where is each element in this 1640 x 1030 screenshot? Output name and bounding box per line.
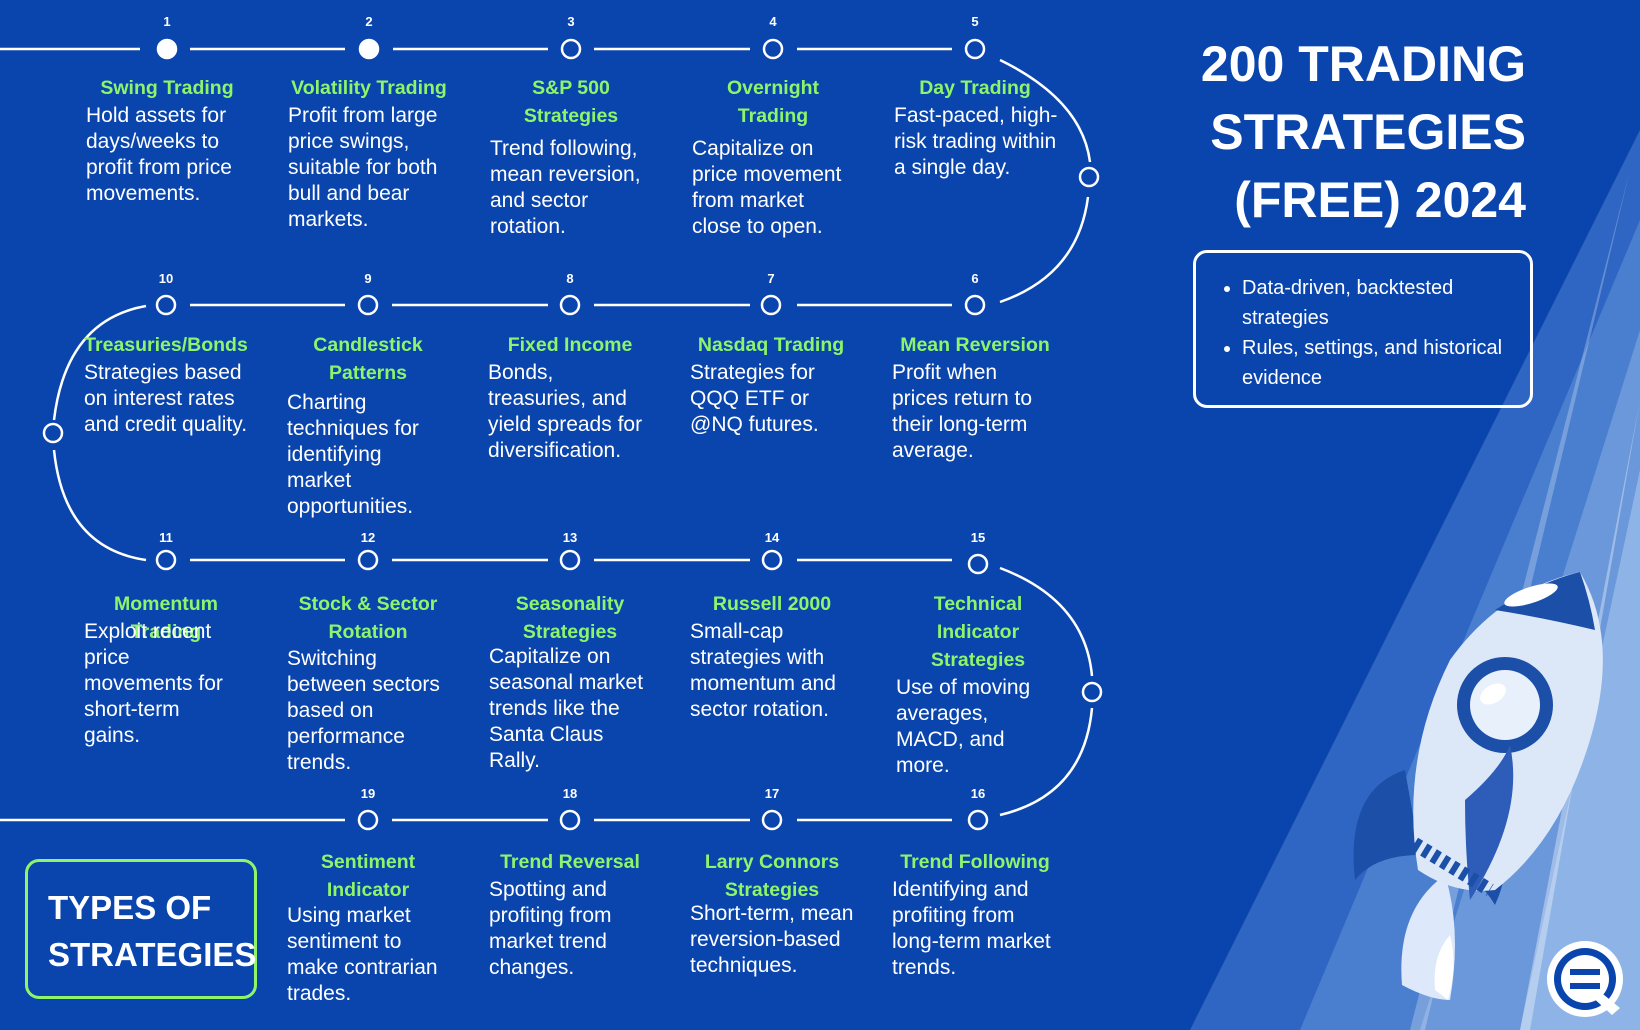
types-line: STRATEGIES [48, 936, 257, 973]
node-4 [762, 38, 784, 60]
title-line: 200 TRADING [1200, 36, 1526, 92]
step-description: Charting techniques for identifying mark… [287, 391, 419, 518]
types-of-strategies-box: TYPES OF STRATEGIES [25, 859, 257, 999]
step-description: Identifying and profiting from long-term… [892, 878, 1051, 979]
node-1 [156, 38, 178, 60]
step-number: 16 [970, 786, 986, 801]
step-number: 12 [360, 530, 376, 545]
node-14 [761, 549, 783, 571]
step-number: 14 [764, 530, 780, 545]
title-line: (FREE) 2024 [1234, 172, 1526, 228]
info-list: Data-driven, backtested strategies Rules… [1196, 273, 1530, 393]
node-19 [357, 809, 379, 831]
node-3 [560, 38, 582, 60]
node-5 [964, 38, 986, 60]
info-box: Data-driven, backtested strategies Rules… [1193, 250, 1533, 408]
step-description: Strategies based on interest rates and c… [84, 361, 248, 436]
step-title: Swing Trading [100, 77, 234, 99]
step-description: Capitalize on price movement from market… [692, 137, 842, 238]
step-title: Trend Following [900, 851, 1050, 873]
page-title: 200 TRADING STRATEGIES (FREE) 2024 [1066, 30, 1526, 234]
step-number: 8 [566, 271, 574, 286]
step-description: Switching between sectors based on perfo… [287, 647, 440, 774]
timeline-nodes [42, 38, 1103, 831]
step-title: Volatility Trading [291, 77, 447, 99]
types-of-strategies-label: TYPES OF STRATEGIES [48, 884, 256, 978]
step-description: Trend following, mean reversion, and sec… [490, 137, 641, 238]
node-12 [357, 549, 379, 571]
node-connector-a [1078, 166, 1100, 188]
step-title: Trend Reversal [500, 851, 640, 873]
step-title: S&P 500 Strategies [523, 77, 619, 127]
timeline-path [0, 47, 1094, 822]
step-number: 5 [971, 14, 979, 29]
node-connector-b [42, 422, 64, 444]
step-number: 4 [769, 14, 777, 29]
step-title: Russell 2000 [712, 593, 832, 615]
step-number: 2 [365, 14, 373, 29]
node-2 [358, 38, 380, 60]
step-number: 18 [562, 786, 578, 801]
node-18 [559, 809, 581, 831]
step-description: Using market sentiment to make contraria… [287, 904, 438, 1005]
node-connector-c [1081, 681, 1103, 703]
step-number: 9 [364, 271, 372, 286]
step-title: Mean Reversion [900, 334, 1050, 356]
step-description: Bonds, treasuries, and yield spreads for… [488, 361, 643, 462]
step-number: 15 [970, 530, 986, 545]
node-16 [967, 809, 989, 831]
step-description: Strategies for QQQ ETF or @NQ futures. [690, 361, 819, 436]
info-bullet: Data-driven, backtested strategies [1242, 273, 1530, 333]
step-number: 10 [158, 271, 174, 286]
step-title: Larry Connors Strategies [704, 851, 840, 901]
node-8 [559, 294, 581, 316]
step-title: Technical Indicator Strategies [930, 593, 1026, 671]
step-title: Seasonality Strategies [515, 593, 625, 643]
step-number: 13 [562, 530, 578, 545]
step-description: Hold assets for days/weeks to profit fro… [86, 104, 232, 205]
step-title: Candlestick Patterns [313, 334, 423, 384]
step-number: 17 [764, 786, 780, 801]
types-line: TYPES OF [48, 889, 212, 926]
node-15 [967, 553, 989, 575]
step-title: Sentiment Indicator [320, 851, 416, 901]
info-bullet: Rules, settings, and historical evidence [1242, 333, 1530, 393]
step-description: Profit when prices return to their long-… [892, 361, 1033, 462]
step-description: Capitalize on seasonal market trends lik… [489, 645, 644, 772]
step-description: Short-term, mean reversion-based techniq… [690, 902, 854, 977]
step-description: Use of moving averages, MACD, and more. [896, 676, 1031, 777]
node-9 [357, 294, 379, 316]
node-17 [761, 809, 783, 831]
step-title: Day Trading [919, 77, 1031, 99]
step-description: Profit from large price swings, suitable… [288, 104, 438, 231]
step-number: 6 [971, 271, 979, 286]
node-10 [155, 294, 177, 316]
step-number: 3 [567, 14, 575, 29]
step-description: Fast-paced, high-risk trading within a s… [894, 104, 1058, 179]
step-title: Fixed Income [507, 334, 633, 356]
step-title: Nasdaq Trading [697, 334, 845, 356]
title-line: STRATEGIES [1210, 104, 1526, 160]
node-7 [760, 294, 782, 316]
step-description: Spotting and profiting from market trend… [489, 878, 612, 979]
node-13 [559, 549, 581, 571]
step-title: Overnight Trading [726, 77, 820, 127]
step-number: 19 [360, 786, 376, 801]
step-title: Treasuries/Bonds [84, 334, 248, 356]
step-number: 11 [159, 530, 173, 545]
step-description: Small-cap strategies with momentum and s… [690, 620, 836, 721]
step-description: Exploit recent price movements for short… [84, 620, 223, 747]
step-title: Momentum Trading [114, 593, 218, 643]
rocket-icon [1353, 572, 1603, 1000]
step-number: 7 [767, 271, 775, 286]
logo-icon [1547, 941, 1623, 1017]
node-11 [155, 549, 177, 571]
node-6 [964, 294, 986, 316]
step-number: 1 [163, 14, 171, 29]
step-title: Stock & Sector Rotation [298, 593, 438, 643]
